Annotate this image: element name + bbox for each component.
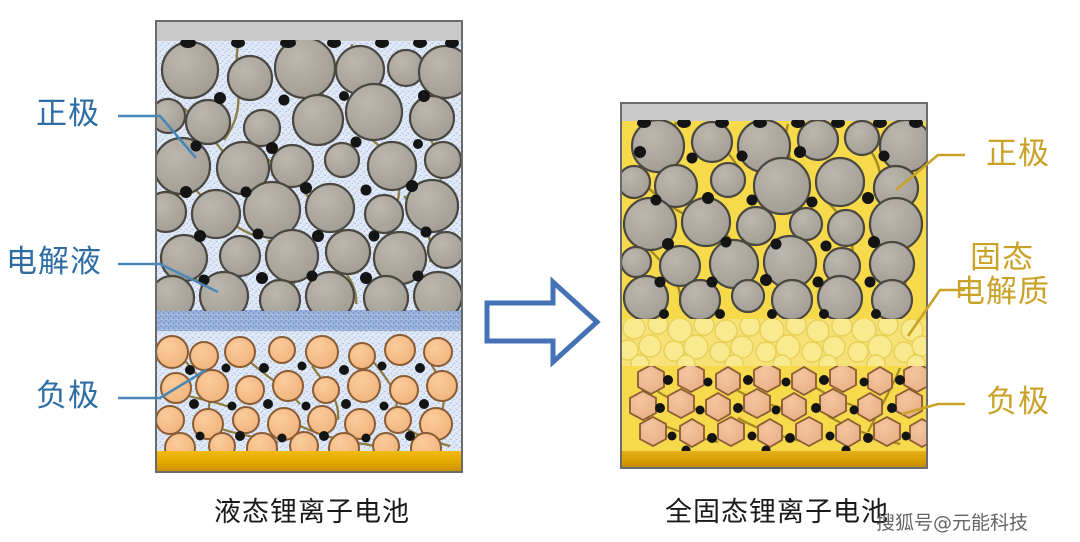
label-right-cathode: 正极 <box>986 136 1050 172</box>
left-cell-border <box>155 20 463 473</box>
right-anode-particle-group <box>629 366 927 449</box>
left-bottom-current-collector <box>156 451 462 472</box>
left-leader-lines <box>118 114 219 400</box>
label-right-solid-electrolyte-line2: 电解质 <box>954 274 1050 310</box>
label-right-anode: 负极 <box>986 384 1050 420</box>
left-top-current-collector <box>156 21 462 41</box>
solid-electrolyte-pebble-layer <box>621 319 927 366</box>
left-cathode-conductive-additive <box>180 40 459 286</box>
leader-anode-right <box>901 402 965 416</box>
leader-electrolyte <box>118 262 219 294</box>
all-solid-state-cell <box>620 102 928 469</box>
left-anode-particle-group <box>156 334 458 451</box>
leader-cathode-right <box>895 153 965 191</box>
caption-right-cell: 全固态锂离子电池 <box>665 497 889 528</box>
leader-anode <box>118 368 207 400</box>
right-top-current-collector <box>621 103 927 121</box>
leader-solid-electrolyte <box>906 288 965 337</box>
right-bottom-current-collector <box>621 451 927 468</box>
right-cell-border <box>620 102 928 469</box>
separator-band <box>156 310 462 331</box>
watermark: 搜狐号@元能科技 <box>876 512 1029 534</box>
right-cathode-conductive-additive <box>634 120 923 319</box>
label-left-cathode: 正极 <box>36 96 100 132</box>
right-anode-conductive-additive <box>655 375 911 451</box>
right-cathode-particle-group <box>621 120 927 319</box>
label-right-solid-electrolyte-line1: 固态 <box>970 240 1034 276</box>
left-anode-conductive-additive <box>185 361 429 443</box>
leader-cathode <box>118 114 197 159</box>
label-left-anode: 负极 <box>36 378 100 414</box>
caption-left-cell: 液态锂离子电池 <box>214 497 410 528</box>
liquid-lithium-ion-cell <box>155 20 463 473</box>
label-left-electrolyte: 电解液 <box>6 244 102 280</box>
left-cathode-particle-group <box>156 40 462 311</box>
right-arrow-icon <box>484 276 601 368</box>
right-leader-lines <box>895 153 965 416</box>
